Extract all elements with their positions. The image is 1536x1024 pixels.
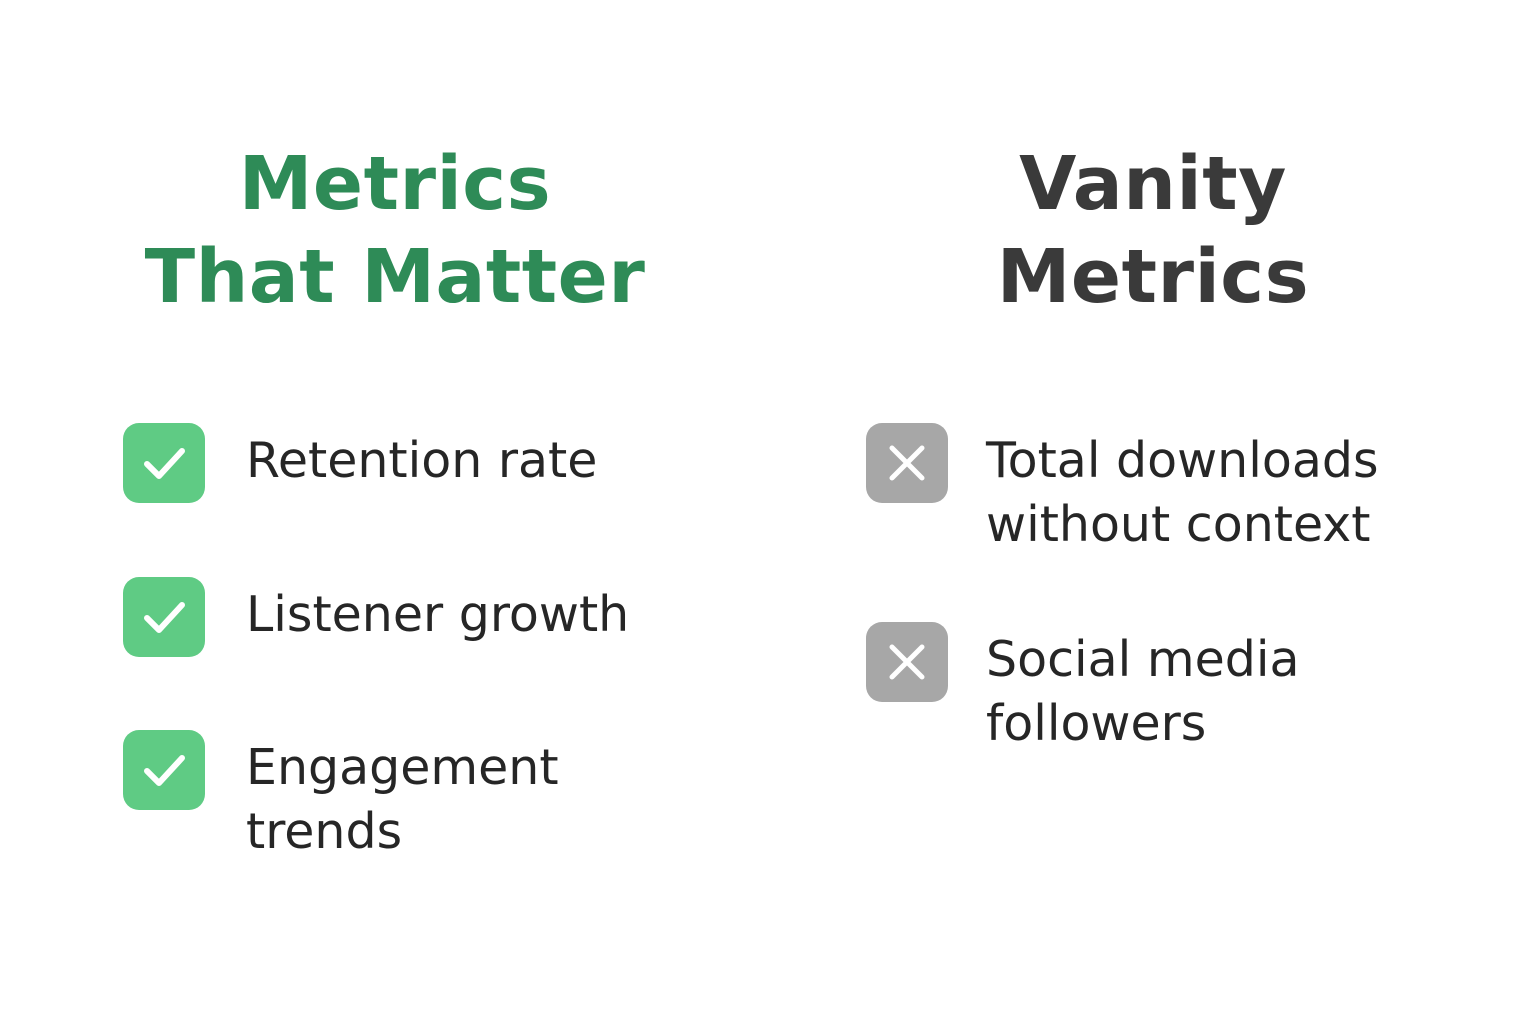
- x-mark-icon: [866, 423, 948, 503]
- item-label: Listener growth: [246, 586, 630, 643]
- item-label: Retention rate: [246, 432, 598, 489]
- checkmark-icon: [123, 423, 205, 503]
- metrics-that-matter-heading: Metrics That Matter: [0, 138, 790, 324]
- heading-line-1: Metrics: [238, 141, 552, 227]
- x-mark-icon: [866, 622, 948, 702]
- vanity-metrics-column: Vanity Metrics Total downloads without c…: [768, 0, 1536, 1024]
- heading-line-2: Metrics: [996, 234, 1310, 320]
- item-label: Engagement trends: [246, 739, 559, 860]
- checkmark-icon: [123, 730, 205, 810]
- item-label: Total downloads without context: [986, 432, 1379, 553]
- item-label: Social media followers: [986, 631, 1300, 752]
- heading-line-1: Vanity: [1019, 141, 1287, 227]
- checkmark-icon: [123, 577, 205, 657]
- heading-line-2: That Matter: [144, 234, 646, 320]
- vanity-metrics-heading: Vanity Metrics: [768, 138, 1536, 324]
- metrics-that-matter-column: Metrics That Matter Retention rate Liste…: [123, 141, 645, 860]
